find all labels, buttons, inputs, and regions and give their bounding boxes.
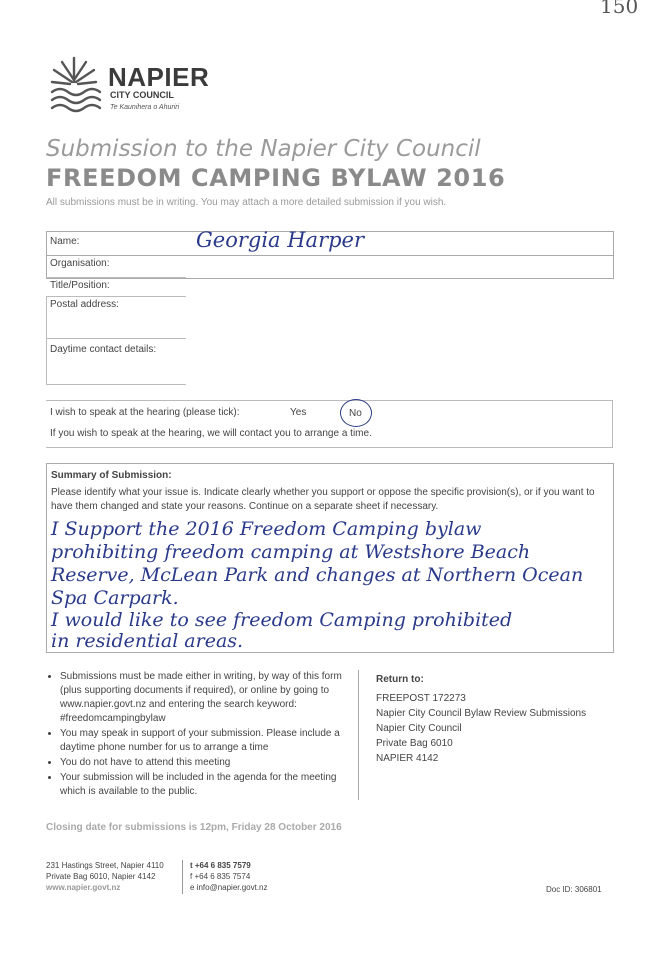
footer-divider (182, 860, 183, 894)
name-value[interactable]: Georgia Harper (196, 228, 365, 252)
summary-instructions: Please identify what your issue is. Indi… (51, 487, 595, 512)
handwritten-line: I would like to see freedom Camping proh… (51, 609, 513, 631)
no-circle-mark (340, 399, 372, 427)
return-line: NAPIER 4142 (376, 753, 439, 764)
organisation-label: Organisation: (50, 258, 110, 269)
return-line: FREEPOST 172273 (376, 693, 466, 704)
bullet-item: You do not have to attend this meeting (60, 756, 346, 770)
return-line: Napier City Council (376, 723, 462, 734)
doc-id: Doc ID: 306801 (546, 885, 602, 894)
title-label: Title/Position: (50, 280, 110, 291)
bullet-item: Submissions must be made either in writi… (60, 670, 346, 726)
row-divider (46, 277, 186, 278)
hearing-question: I wish to speak at the hearing (please t… (50, 407, 240, 418)
return-line: Napier City Council Bylaw Review Submiss… (376, 708, 587, 719)
footer-address: 231 Hastings Street, Napier 4110 Private… (46, 860, 164, 893)
brand-sub: CITY COUNCIL (110, 90, 174, 100)
hearing-box (46, 400, 613, 448)
summary-box: Summary of Submission: Please identify w… (46, 463, 614, 653)
footer-address-1: 231 Hastings Street, Napier 4110 (46, 861, 164, 870)
return-to: Return to: FREEPOST 172273 Napier City C… (376, 672, 586, 766)
row-divider (46, 338, 186, 339)
title-line-2: FREEDOM CAMPING BYLAW 2016 (46, 164, 506, 192)
intro-text: All submissions must be in writing. You … (46, 197, 447, 208)
brand-maori: Te Kaunihera o Ahuriri (110, 104, 180, 111)
handwritten-line: prohibiting freedom camping at Westshore… (51, 541, 531, 563)
title-line-1: Submission to the Napier City Council (46, 136, 481, 162)
return-heading: Return to: (376, 674, 424, 685)
postal-left-border (46, 296, 47, 384)
napier-logo-icon (46, 52, 102, 123)
closing-date: Closing date for submissions is 12pm, Fr… (46, 822, 342, 833)
handwritten-line: Spa Carpark. (51, 587, 179, 609)
summary-heading: Summary of Submission: (51, 470, 172, 481)
row-divider (46, 296, 186, 297)
hearing-note: If you wish to speak at the hearing, we … (50, 428, 372, 439)
bullet-item: Your submission will be included in the … (60, 771, 346, 799)
footer-fax: f +64 6 835 7574 (190, 872, 251, 881)
footer-email[interactable]: e info@napier.govt.nz (190, 883, 268, 892)
bullet-item: You may speak in support of your submiss… (60, 727, 346, 755)
name-label: Name: (50, 236, 80, 247)
name-org-box (46, 231, 614, 279)
return-line: Private Bag 6010 (376, 738, 453, 749)
footer-contact: t +64 6 835 7579 f +64 6 835 7574 e info… (190, 860, 268, 893)
column-divider (358, 670, 359, 800)
handwritten-line: Reserve, McLean Park and changes at Nort… (51, 564, 584, 586)
footer-phone: t +64 6 835 7579 (190, 861, 251, 870)
handwritten-line: in residential areas. (51, 630, 244, 652)
postal-label: Postal address: (50, 299, 119, 310)
handwritten-line: I Support the 2016 Freedom Camping bylaw (51, 518, 482, 540)
corner-number: 150 (600, 0, 639, 18)
footer-web[interactable]: www.napier.govt.nz (46, 883, 121, 892)
daytime-label: Daytime contact details: (50, 344, 157, 355)
footer-address-2: Private Bag 6010, Napier 4142 (46, 872, 156, 881)
brand-name: NAPIER (108, 62, 210, 92)
info-bullets: Submissions must be made either in writi… (46, 670, 346, 800)
row-divider (46, 384, 186, 385)
hearing-yes[interactable]: Yes (290, 407, 307, 418)
